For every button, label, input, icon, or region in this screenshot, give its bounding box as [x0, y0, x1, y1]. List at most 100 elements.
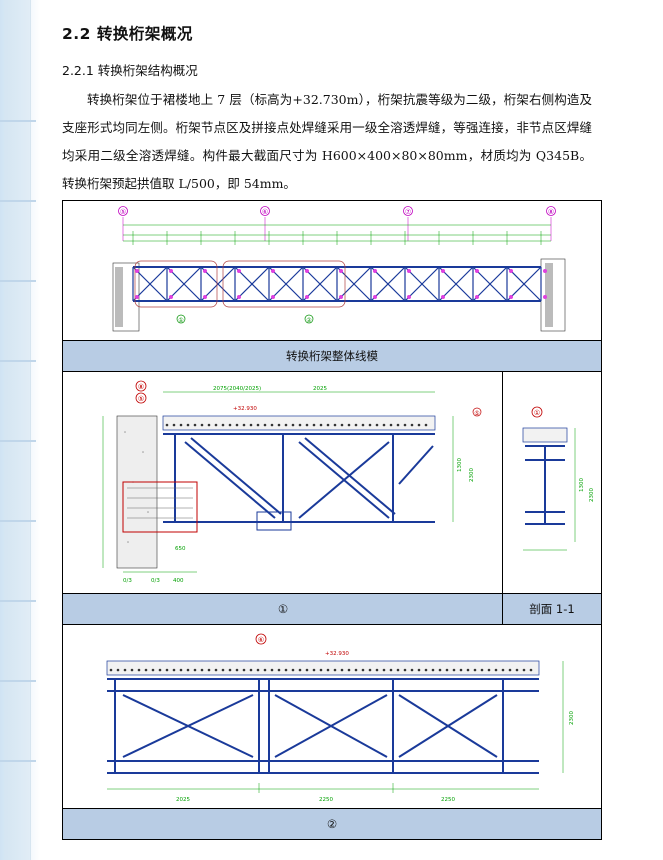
subsection-heading: 2.2.1 转换桁架结构概况: [62, 63, 198, 78]
axis-label-6: ⑥: [262, 208, 268, 216]
caption-detail-2: ②: [62, 808, 602, 840]
node-marker: [509, 295, 513, 299]
figure-section-1-1: ① 1300 2300: [502, 371, 602, 595]
slab-rebar-dot: [186, 668, 190, 672]
node-marker: [475, 295, 479, 299]
slab-rebar-dot: [123, 668, 127, 672]
detail-1-base-dim-c: 400: [173, 578, 184, 584]
detail-1-right-dim-b: 2300: [469, 468, 475, 482]
slab-rebar-dot: [333, 423, 337, 427]
slab-rebar-dot: [508, 668, 512, 672]
truss-diagonal: [404, 266, 440, 302]
slab-rebar-dot: [375, 668, 379, 672]
slab-rebar-dot: [144, 668, 148, 672]
detail-1-tag: ⑤: [474, 410, 479, 417]
paragraph-text: 转换桁架位于裙楼地上 7 层（标高为+32.730m），桁架抗震等级为二级，桁架…: [62, 92, 592, 191]
slab-rebar-dot: [417, 668, 421, 672]
slab-rebar-dot: [256, 423, 260, 427]
slab-rebar-dot: [270, 423, 274, 427]
node-marker: [203, 269, 207, 273]
slab-rebar-dot: [277, 423, 281, 427]
slab-rebar-dot: [305, 423, 309, 427]
axis-label-8: ⑧: [548, 208, 554, 216]
slab-rebar-dot: [172, 668, 176, 672]
slab-rebar-dot: [333, 668, 337, 672]
truss-diagonal: [472, 266, 508, 302]
node-marker: [339, 269, 343, 273]
slab-rebar-dot: [403, 668, 407, 672]
slab-rebar-dot: [256, 668, 260, 672]
slab-rebar-dot: [382, 423, 386, 427]
detail-1-base-dim-b: 0/3: [151, 578, 160, 584]
overall-truss-drawing: ⑤ ⑥ ⑦ ⑧ ① ②: [112, 206, 566, 332]
truss-diagonal: [506, 266, 542, 302]
slab-rebar-dot: [424, 668, 428, 672]
slab-rebar-dot: [172, 423, 176, 427]
slab-rebar-dot: [214, 423, 218, 427]
truss-diagonal: [370, 266, 406, 302]
slab-rebar-dot: [130, 668, 134, 672]
node-marker: [305, 269, 309, 273]
truss-diagonal: [166, 266, 202, 302]
node-marker: [135, 269, 139, 273]
slab-rebar-dot: [438, 668, 442, 672]
slab-rebar-dot: [494, 668, 498, 672]
truss-diagonal: [438, 266, 474, 302]
slab-rebar-dot: [214, 668, 218, 672]
slab-rebar-dot: [480, 668, 484, 672]
slab-rebar-dot: [200, 423, 204, 427]
detail-2-elevation: +32.930: [325, 651, 349, 657]
slab-rebar-dot: [221, 668, 225, 672]
detail-2-dim-d: 2300: [569, 711, 575, 725]
detail-2-tag: ⑥: [258, 636, 264, 644]
node-marker: [271, 269, 275, 273]
slab-rebar-dot: [221, 423, 225, 427]
slab-rebar-dot: [116, 668, 120, 672]
detail-1-bottom-dim: 650: [175, 546, 186, 552]
node-marker: [441, 269, 445, 273]
detail-2-dim-b: 2250: [319, 797, 333, 803]
slab-rebar-dot: [298, 423, 302, 427]
slab-rebar-dot: [165, 423, 169, 427]
truss-diagonal: [234, 266, 270, 302]
slab-rebar-dot: [109, 668, 113, 672]
node-marker: [373, 295, 377, 299]
slab-rebar-dot: [235, 668, 239, 672]
detail-1-elevation: +32.930: [233, 406, 257, 412]
slab-rebar-dot: [368, 668, 372, 672]
slab-rebar-dot: [410, 668, 414, 672]
slab-rebar-dot: [263, 423, 267, 427]
slab-rebar-dot: [284, 423, 288, 427]
slab-rebar-dot: [242, 668, 246, 672]
slab-rebar-dot: [249, 668, 253, 672]
truss-diagonal: [302, 266, 338, 302]
slab-rebar-dot: [340, 423, 344, 427]
node-marker: [237, 269, 241, 273]
section-dim-a: 1300: [579, 478, 585, 492]
slab-rebar-dot: [179, 423, 183, 427]
slab-rebar-dot: [417, 423, 421, 427]
caption-section-1-1: 剖面 1-1: [502, 593, 602, 625]
node-marker: [339, 295, 343, 299]
body-paragraph: 转换桁架位于裙楼地上 7 层（标高为+32.730m），桁架抗震等级为二级，桁架…: [62, 86, 592, 198]
slab-rebar-dot: [263, 668, 267, 672]
slab-rebar-dot: [326, 668, 330, 672]
slab-rebar-dot: [207, 668, 211, 672]
slab-rebar-dot: [445, 668, 449, 672]
detail-1-drawing: ⑧ ⑤ 2075(2040/2025) 2025: [102, 380, 482, 584]
slab-rebar-dot: [319, 423, 323, 427]
node-marker: [407, 295, 411, 299]
slab-rebar-dot: [249, 423, 253, 427]
slab-rebar-dot: [284, 668, 288, 672]
section-heading: 2.2 转换桁架概况: [62, 25, 193, 43]
slab-rebar-dot: [319, 668, 323, 672]
slab-rebar-dot: [487, 668, 491, 672]
slab-rebar-dot: [473, 668, 477, 672]
detail-1-axis-8: ⑧: [138, 383, 144, 391]
slab-rebar-dot: [193, 668, 197, 672]
slab-rebar-dot: [361, 668, 365, 672]
slab-rebar-dot: [186, 423, 190, 427]
slab-rebar-dot: [270, 668, 274, 672]
node-marker: [543, 295, 547, 299]
slab-rebar-dot: [501, 668, 505, 672]
